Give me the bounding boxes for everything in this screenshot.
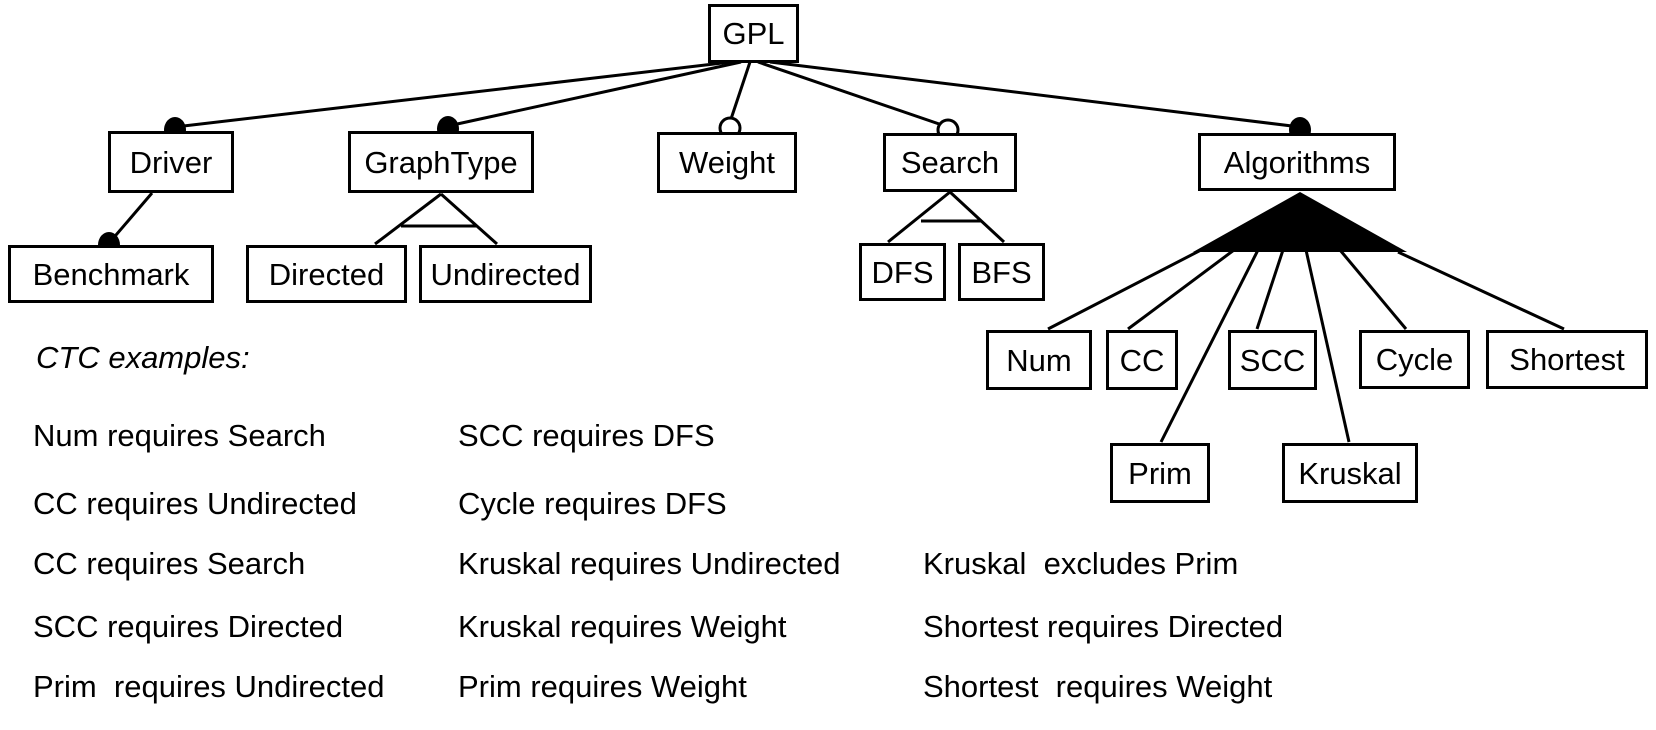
feature-box-dfs: DFS xyxy=(859,243,946,301)
ctc-constraint: SCC requires Directed xyxy=(33,609,344,644)
feature-box-shortest: Shortest xyxy=(1486,330,1648,389)
feature-box-num: Num xyxy=(986,330,1092,390)
or-group-icon xyxy=(1193,192,1407,252)
ctc-constraint: Shortest requires Weight xyxy=(923,669,1273,704)
feature-box-gpl: GPL xyxy=(708,4,799,63)
edge-algorithms-kruskal xyxy=(1304,249,1351,443)
feature-box-weight: Weight xyxy=(657,132,797,193)
ctc-constraint: Kruskal requires Undirected xyxy=(458,546,841,581)
edge-gpl-driver xyxy=(174,60,732,129)
ctc-heading: CTC examples: xyxy=(36,340,250,375)
edge-gpl-graphtype xyxy=(447,60,742,128)
feature-box-algorithms: Algorithms xyxy=(1198,133,1396,191)
ctc-constraint: CC requires Search xyxy=(33,546,306,581)
ctc-constraint: Prim requires Undirected xyxy=(33,669,385,704)
ctc-constraint: Shortest requires Directed xyxy=(923,609,1284,644)
feature-box-driver: Driver xyxy=(108,131,234,193)
feature-box-scc: SCC xyxy=(1228,330,1317,390)
feature-box-graphtype: GraphType xyxy=(348,131,534,193)
ctc-constraint: SCC requires DFS xyxy=(458,418,715,453)
ctc-constraint: Prim requires Weight xyxy=(458,669,747,704)
ctc-constraint: Cycle requires DFS xyxy=(458,486,727,521)
feature-box-cc: CC xyxy=(1106,330,1178,390)
feature-box-directed: Directed xyxy=(246,245,407,303)
edge-algorithms-scc xyxy=(1255,249,1285,330)
edge-algorithms-prim xyxy=(1159,249,1260,443)
edge-driver-benchmark xyxy=(108,192,154,243)
ctc-constraint: Kruskal excludes Prim xyxy=(923,546,1239,581)
xor-graphtype-right xyxy=(440,192,498,246)
edge-algorithms-cycle xyxy=(1338,249,1408,330)
ctc-constraint: Kruskal requires Weight xyxy=(458,609,787,644)
edge-gpl-search xyxy=(757,60,949,129)
edge-gpl-weight xyxy=(728,61,752,123)
edge-algorithms-cc xyxy=(1127,248,1235,331)
xor-graphtype-left xyxy=(374,192,442,246)
edge-gpl-algorithms xyxy=(769,60,1301,129)
ctc-constraint: Num requires Search xyxy=(33,418,326,453)
feature-box-benchmark: Benchmark xyxy=(8,245,214,303)
feature-box-kruskal: Kruskal xyxy=(1282,443,1418,503)
feature-box-prim: Prim xyxy=(1110,443,1210,503)
edge-algorithms-shortest xyxy=(1397,250,1565,331)
edge-algorithms-num xyxy=(1047,248,1202,331)
xor-search-left xyxy=(887,190,951,244)
xor-search-right xyxy=(948,190,1006,244)
feature-box-bfs: BFS xyxy=(958,243,1045,301)
feature-box-undirected: Undirected xyxy=(419,245,592,303)
feature-box-cycle: Cycle xyxy=(1359,330,1470,389)
feature-box-search: Search xyxy=(883,133,1017,192)
ctc-constraint: CC requires Undirected xyxy=(33,486,357,521)
